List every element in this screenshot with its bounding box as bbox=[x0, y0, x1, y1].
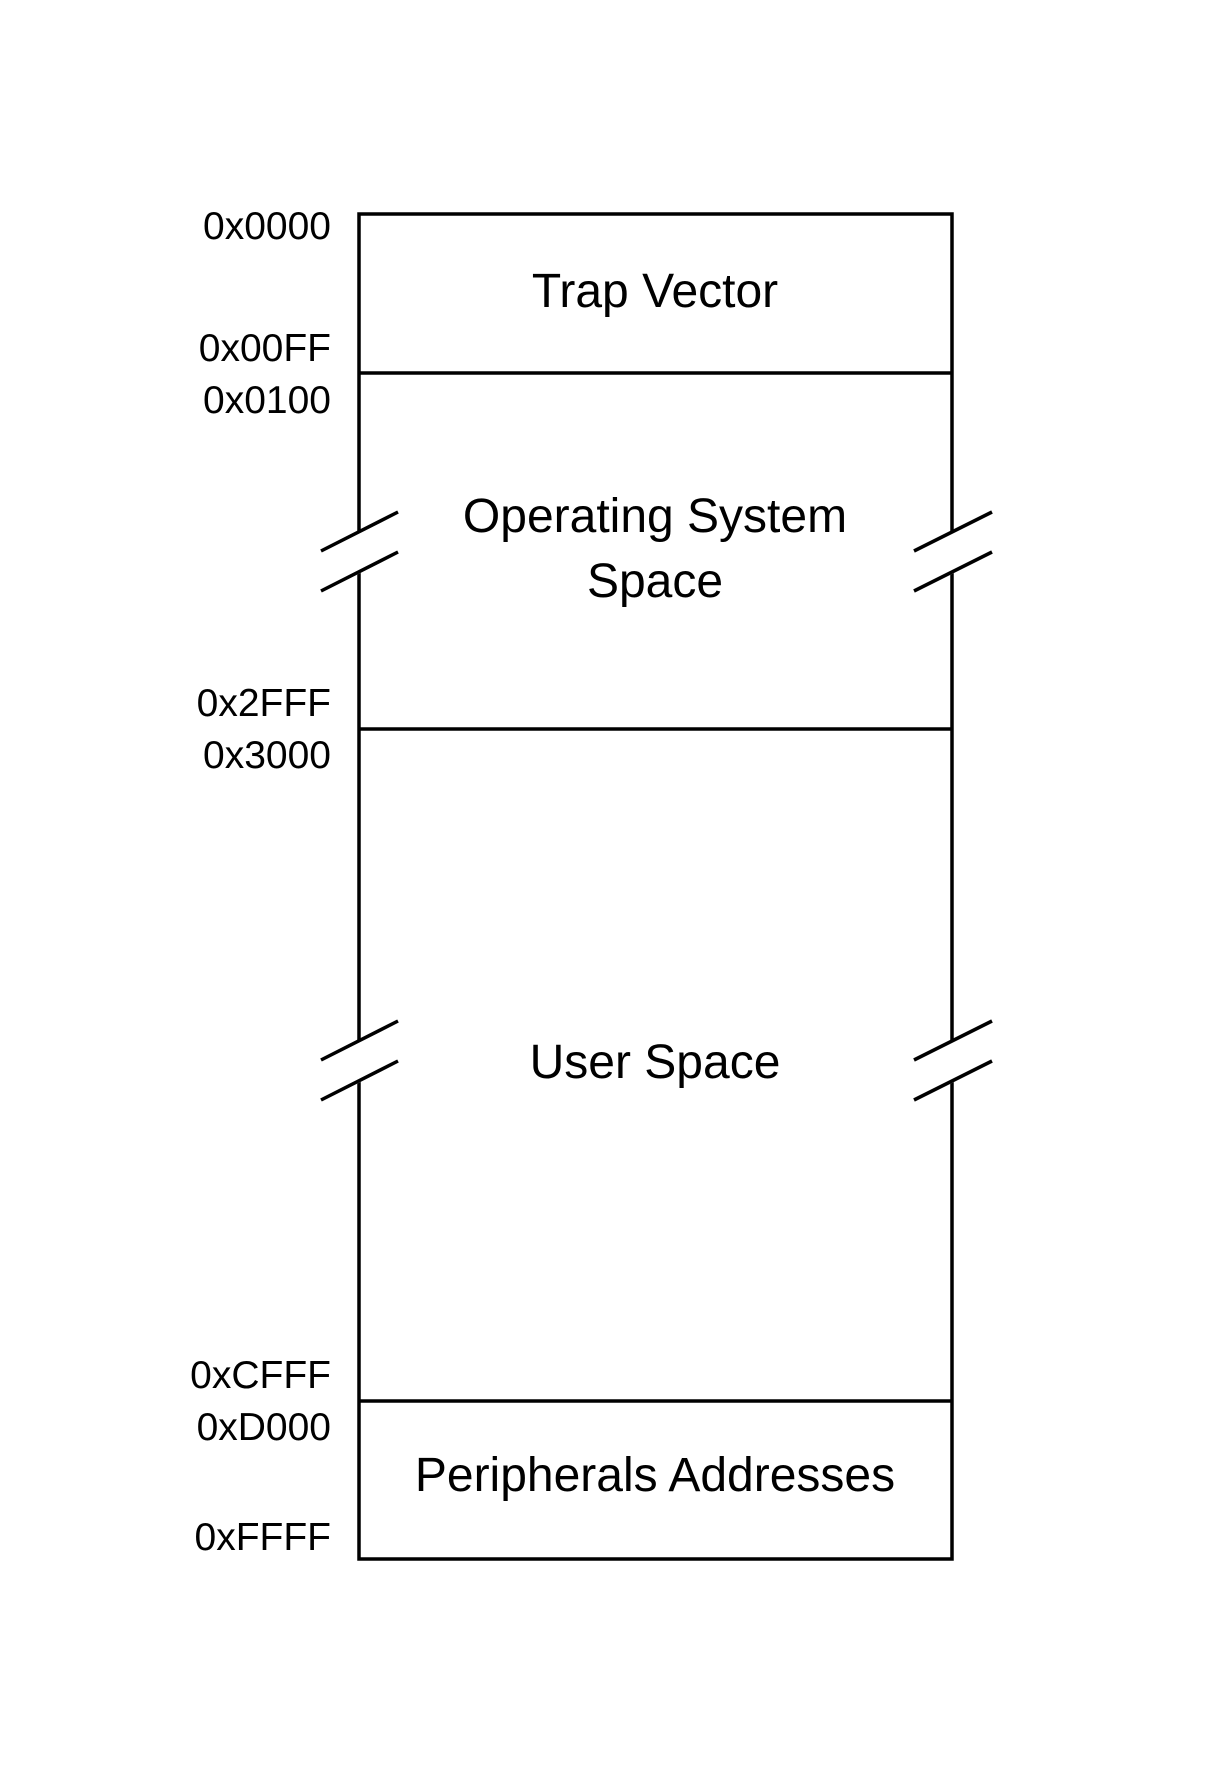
address-label-trap-start: 0x0000 bbox=[203, 205, 331, 248]
break-mark-user-right bbox=[912, 1019, 993, 1103]
address-label-user-end: 0xCFFF bbox=[190, 1354, 331, 1397]
address-label-os-end: 0x2FFF bbox=[197, 682, 331, 725]
address-label-peripherals-end: 0xFFFF bbox=[195, 1516, 331, 1559]
address-label-peripherals-start: 0xD000 bbox=[197, 1406, 331, 1449]
break-mark-os-left bbox=[319, 510, 399, 594]
address-label-user-start: 0x3000 bbox=[203, 734, 331, 777]
region-label-peripherals-addresses: Peripherals Addresses bbox=[415, 1449, 895, 1502]
memory-map-outline bbox=[357, 212, 954, 1561]
address-label-os-start: 0x0100 bbox=[203, 379, 331, 422]
region-label-trap-vector: Trap Vector bbox=[532, 265, 778, 318]
break-mark-os-right bbox=[912, 510, 993, 594]
address-label-trap-end: 0x00FF bbox=[199, 327, 331, 370]
break-mark-user-left bbox=[319, 1019, 399, 1103]
region-label-user-space: User Space bbox=[530, 1036, 781, 1089]
region-label-operating-system-line2: Space bbox=[587, 555, 723, 608]
region-label-operating-system-line1: Operating System bbox=[463, 490, 847, 543]
